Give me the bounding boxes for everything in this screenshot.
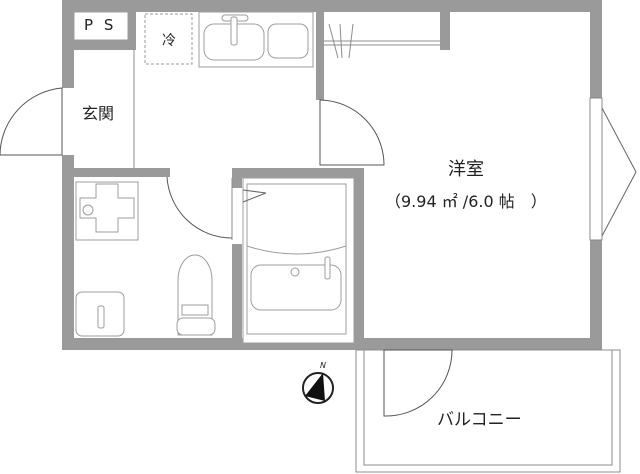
walls — [62, 0, 602, 350]
compass-north-label: N — [320, 361, 326, 370]
fridge-space — [144, 13, 193, 65]
room-door[interactable] — [319, 99, 385, 166]
bathtub-unit — [242, 177, 355, 344]
washing-machine-pan — [75, 181, 139, 241]
kitchen-sink — [198, 11, 314, 68]
closet — [324, 23, 440, 59]
label-room-area: （9.94 ㎡ /6.0 帖 ） — [385, 192, 547, 211]
label-entrance: 玄関 — [82, 104, 115, 123]
label-balcony: バルコニー — [437, 410, 522, 430]
window — [589, 97, 603, 241]
label-ps: P S — [84, 16, 117, 34]
ps-box — [73, 11, 129, 41]
wash-basin — [75, 291, 125, 337]
balcony-door[interactable] — [383, 349, 453, 417]
label-fridge: 冷 — [162, 33, 176, 49]
compass-icon — [302, 372, 334, 404]
entrance-door[interactable] — [0, 87, 63, 156]
toilet — [176, 254, 216, 336]
label-western-room: 洋室 — [448, 159, 484, 180]
balcony-area — [355, 349, 621, 473]
